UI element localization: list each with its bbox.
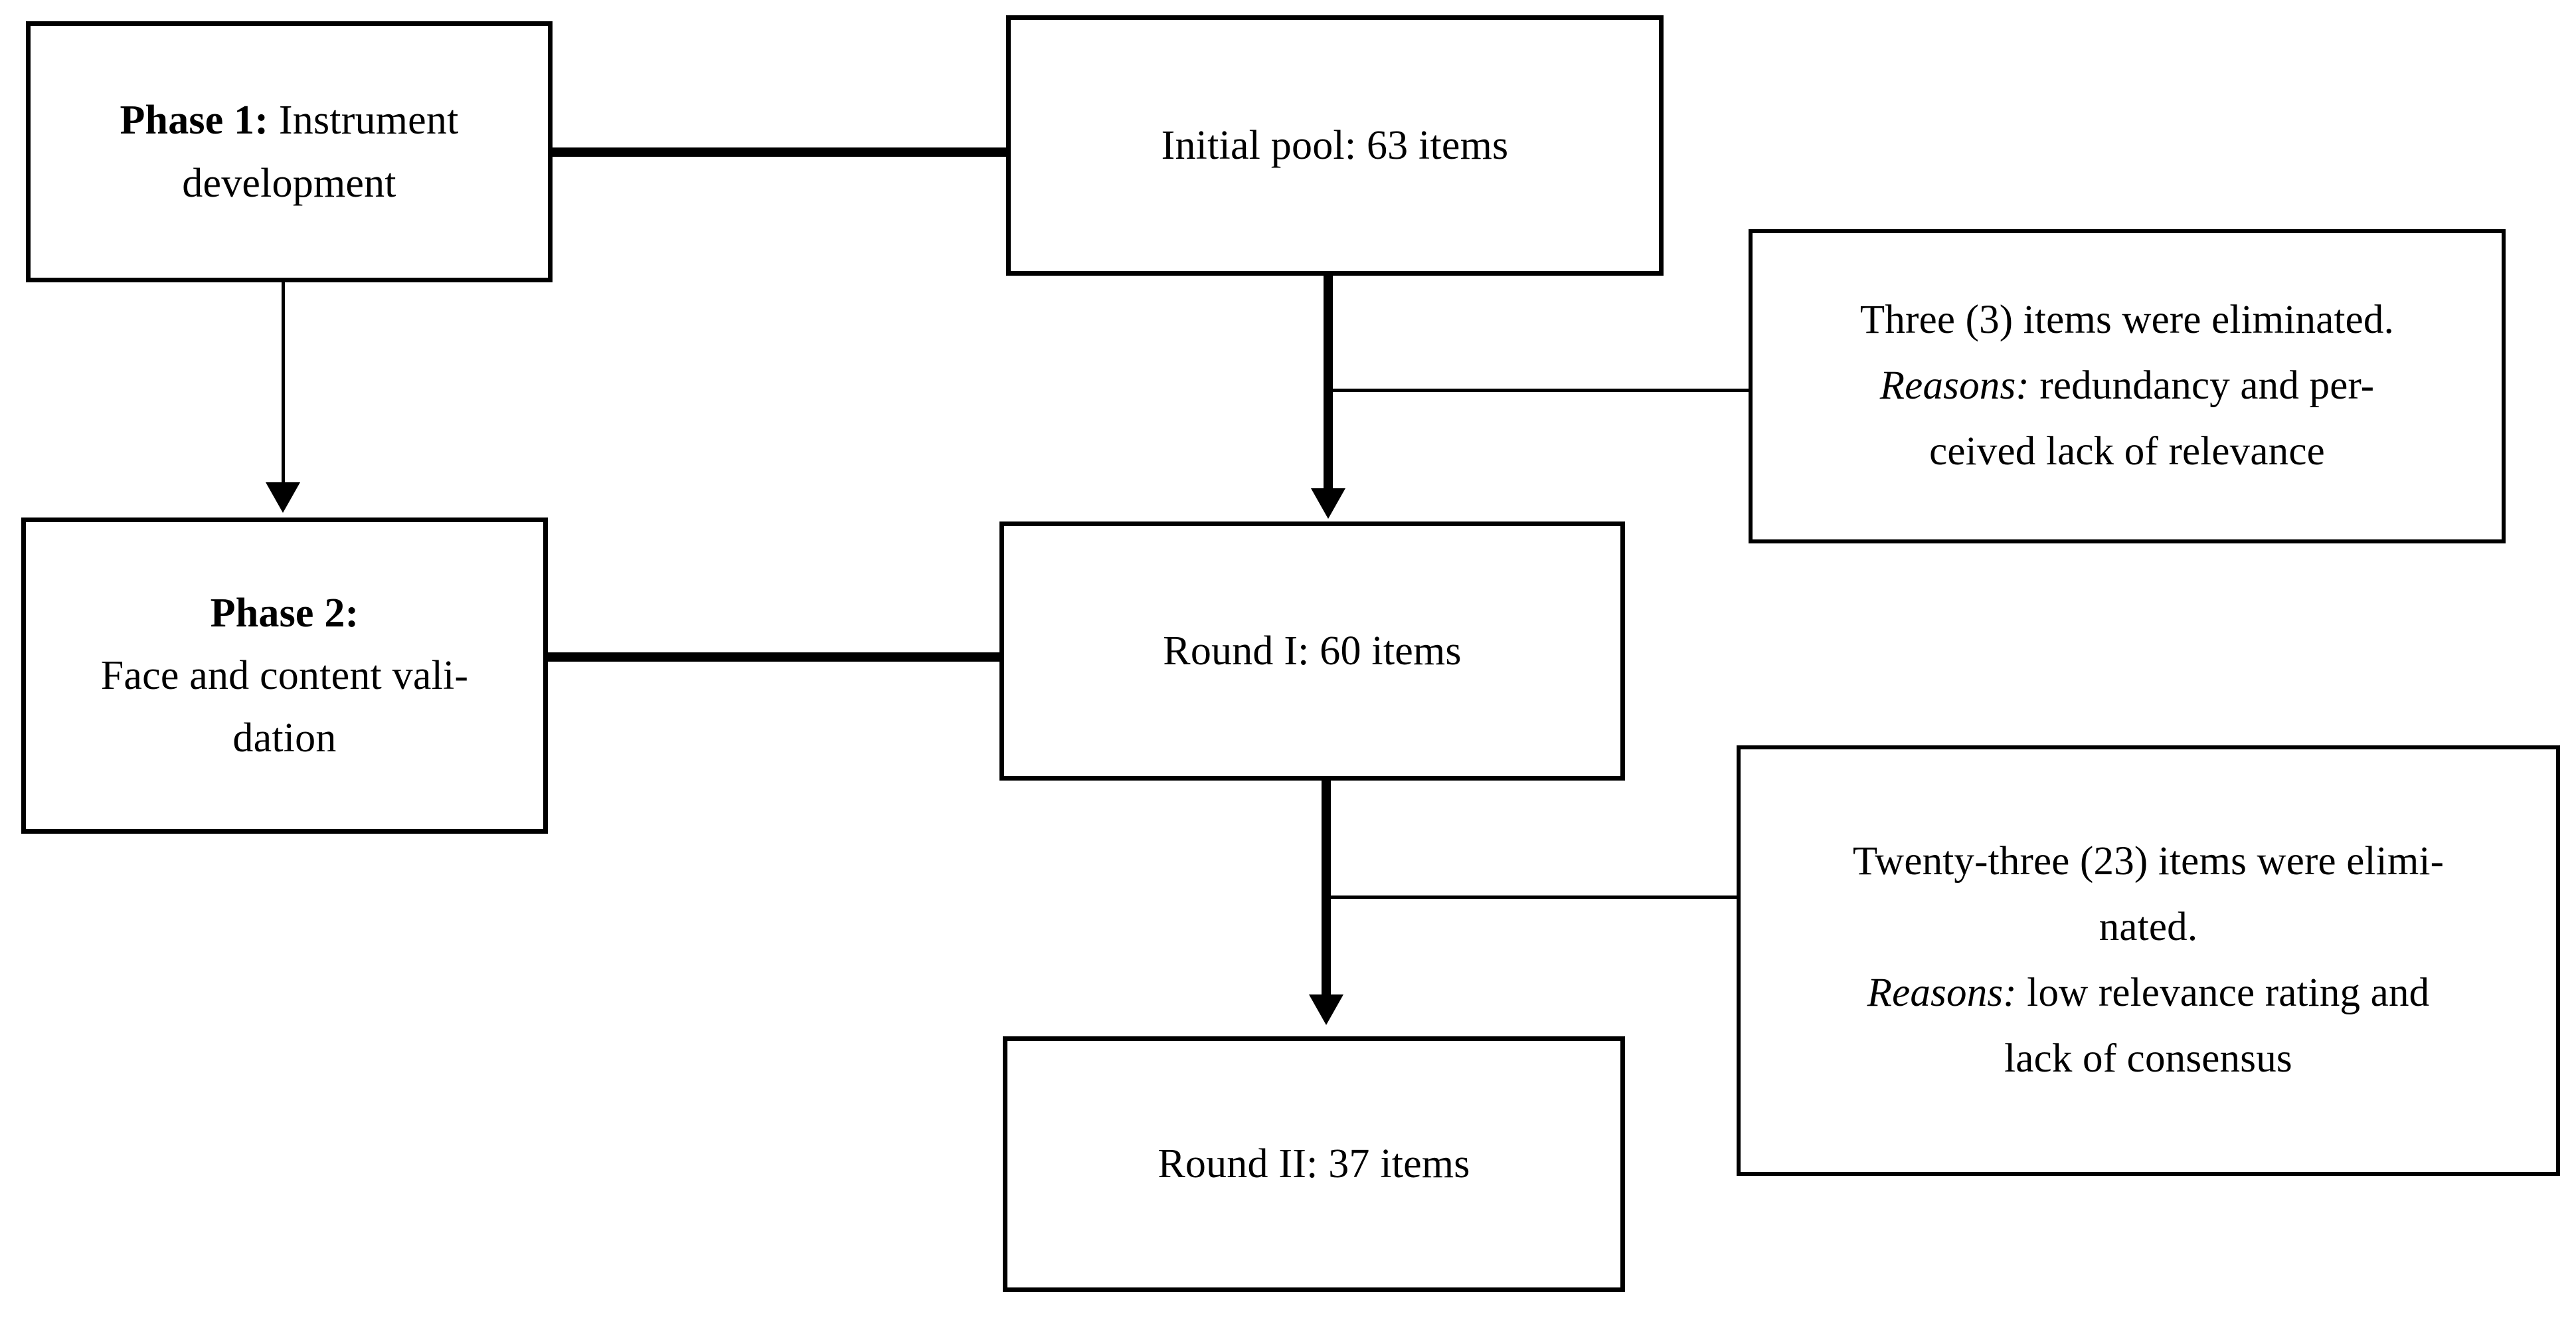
note2-line2: nated. <box>2099 905 2198 950</box>
note1-reasons-text: redundancy and per- <box>2029 363 2375 409</box>
node-note-round1-eliminations[interactable]: Three (3) items were eliminated. Reasons… <box>1749 229 2506 543</box>
node-round1[interactable]: Round I: 60 items <box>999 521 1625 781</box>
connector-note1-to-initial-pool-stem <box>1327 389 1752 392</box>
node-phase2-line2: Face and content vali- <box>100 652 469 698</box>
note1-line1: Three (3) items were eliminated. <box>1859 298 2395 343</box>
arrowhead-round1-to-round2 <box>1309 994 1343 1025</box>
node-note-round2-eliminations[interactable]: Twenty-three (23) items were elimi- nate… <box>1737 745 2560 1176</box>
node-phase1-instrument-development[interactable]: Phase 1: Instrument development <box>26 21 553 282</box>
node-initial-pool-line1: Initial pool: 63 items <box>1161 122 1509 168</box>
note2-line1: Twenty-three (23) items were elimi- <box>1852 839 2445 884</box>
node-initial-pool[interactable]: Initial pool: 63 items <box>1006 15 1664 276</box>
connector-initial-pool-to-round1 <box>1324 272 1333 492</box>
node-phase1-label-bold: Phase 1: <box>120 98 269 143</box>
note2-line4: lack of consensus <box>2004 1036 2292 1081</box>
connector-phase2-to-round1 <box>544 652 1003 662</box>
node-round2[interactable]: Round II: 37 items <box>1003 1036 1625 1292</box>
node-phase1-line2: development <box>182 160 396 206</box>
node-round1-line1: Round I: 60 items <box>1163 628 1462 674</box>
connector-phase1-to-phase2 <box>282 279 285 485</box>
node-phase1-label-rest: Instrument <box>268 98 459 143</box>
node-phase1-line1: Phase 1: Instrument <box>31 89 548 151</box>
note1-reasons-label: Reasons: <box>1879 363 2029 409</box>
node-phase2-face-content-validation[interactable]: Phase 2: Face and content vali- dation <box>21 518 548 834</box>
connector-phase1-to-initial-pool <box>549 147 1010 157</box>
note1-line3: ceived lack of relevance <box>1929 428 2325 474</box>
arrowhead-initial-pool-to-round1 <box>1311 488 1345 519</box>
note2-line3: Reasons: low relevance rating and <box>1741 961 2556 1026</box>
connector-note2-to-round1-stem <box>1325 896 1740 899</box>
connector-round1-to-round2 <box>1322 777 1331 996</box>
node-round2-line1: Round II: 37 items <box>1158 1141 1470 1187</box>
note1-line2: Reasons: redundancy and per- <box>1753 353 2502 419</box>
node-phase2-label: Phase 2: <box>210 590 359 636</box>
note2-reasons-label: Reasons: <box>1867 971 2017 1015</box>
node-phase2-line3: dation <box>232 715 337 761</box>
arrowhead-phase1-to-phase2 <box>266 482 300 513</box>
note2-reasons-text: low relevance rating and <box>2016 971 2430 1015</box>
